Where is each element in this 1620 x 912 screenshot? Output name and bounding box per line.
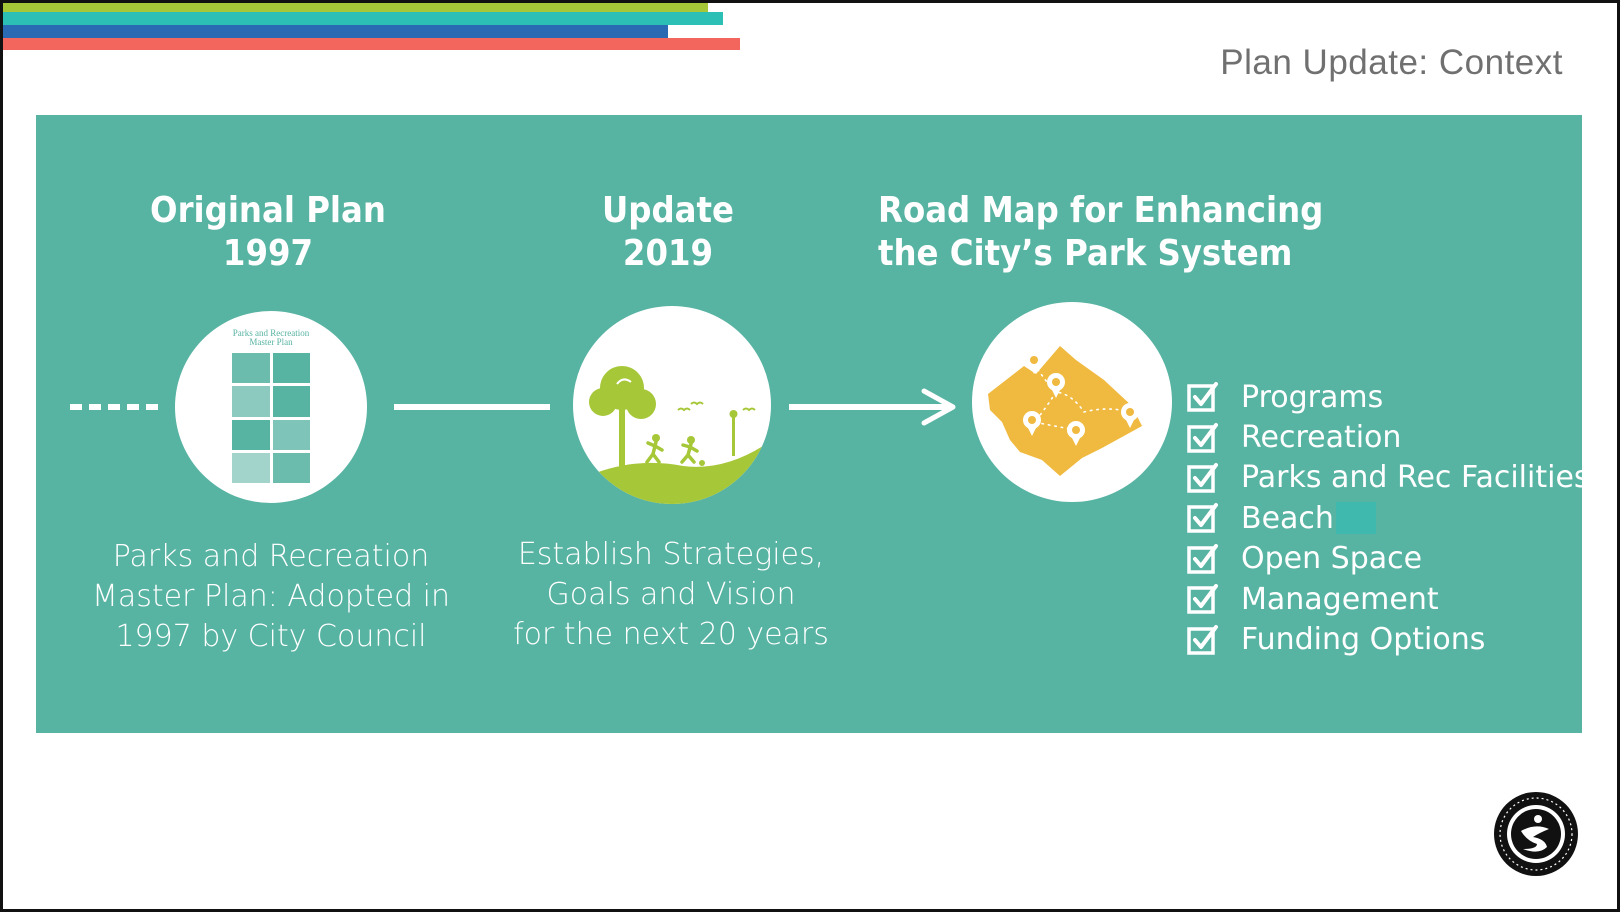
road-map-circle bbox=[972, 302, 1172, 502]
checkbox-checked-icon bbox=[1187, 462, 1218, 493]
city-seal-icon bbox=[1494, 792, 1578, 876]
description-update: Establish Strategies, Goals and Vision f… bbox=[513, 537, 829, 652]
heading-original-plan: Original Plan 1997 bbox=[150, 190, 386, 274]
stripe-blue bbox=[3, 25, 668, 38]
document-title: Parks and Recreation Master Plan bbox=[232, 328, 310, 347]
timeline-connectors bbox=[70, 388, 956, 426]
checklist-label: Programs bbox=[1241, 379, 1384, 415]
park-tree-runners-icon bbox=[583, 366, 763, 504]
document-photo-grid bbox=[232, 353, 310, 483]
stripe-coral bbox=[3, 38, 740, 50]
checklist-item-open-space: Open Space bbox=[1187, 539, 1590, 579]
city-map-pins-icon bbox=[988, 332, 1142, 476]
checkbox-checked-icon bbox=[1187, 543, 1218, 574]
checklist-item-programs: Programs bbox=[1187, 377, 1590, 417]
checklist-label: Beach bbox=[1241, 500, 1334, 536]
checklist-label: Open Space bbox=[1241, 541, 1423, 577]
checkbox-checked-icon bbox=[1187, 503, 1218, 534]
heading-road-map: Road Map for Enhancing the City’s Park S… bbox=[878, 190, 1324, 274]
checklist-item-beach: Beach bbox=[1187, 498, 1590, 538]
checkbox-checked-icon bbox=[1187, 624, 1218, 655]
stripe-green bbox=[3, 3, 708, 12]
update-circle bbox=[573, 306, 771, 504]
heading-update: Update 2019 bbox=[602, 190, 734, 274]
checklist-item-recreation: Recreation bbox=[1187, 417, 1590, 457]
plan-document-icon: Parks and Recreation Master Plan bbox=[227, 315, 315, 497]
stripe-teal bbox=[3, 12, 723, 25]
checklist-label: Recreation bbox=[1241, 420, 1402, 456]
checkbox-checked-icon bbox=[1187, 584, 1218, 614]
context-panel: Original Plan 1997 Parks and Recreation … bbox=[36, 115, 1590, 733]
checkbox-checked-icon bbox=[1187, 382, 1218, 412]
checklist-label: Funding Options bbox=[1241, 622, 1486, 658]
original-plan-circle: Parks and Recreation Master Plan bbox=[175, 311, 367, 503]
checklist-item-facilities: Parks and Rec Facilities bbox=[1187, 458, 1590, 498]
arrow-head-icon bbox=[921, 388, 956, 426]
scope-checklist: Programs Recreation Parks and Rec Facili… bbox=[1187, 377, 1590, 660]
checklist-label: Parks and Rec Facilities bbox=[1241, 460, 1590, 496]
checklist-label: Management bbox=[1241, 581, 1439, 617]
checkbox-checked-icon bbox=[1187, 422, 1218, 453]
checklist-item-management: Management bbox=[1187, 579, 1590, 619]
teal-highlight-block bbox=[1335, 502, 1376, 535]
checklist-item-funding: Funding Options bbox=[1187, 619, 1590, 659]
description-original-plan: Parks and Recreation Master Plan: Adopte… bbox=[91, 539, 451, 654]
map-pin-icons bbox=[1023, 332, 1139, 446]
slide-title: Plan Update: Context bbox=[1220, 43, 1563, 82]
